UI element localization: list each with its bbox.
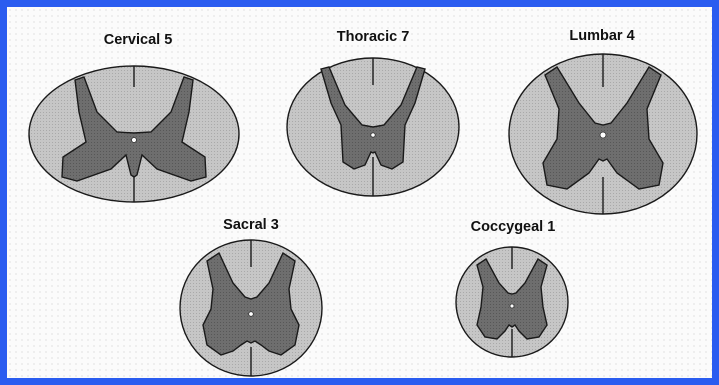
cross-section-sacral-3 [180,240,322,376]
central-canal [371,133,375,137]
cross-section-cervical-5 [29,66,239,202]
cross-section-lumbar-4 [509,54,697,214]
spinal-cord-sections [7,7,712,378]
central-canal [249,312,254,317]
cross-section-coccygeal-1 [456,247,568,357]
central-canal [510,304,514,308]
cross-section-thoracic-7 [287,58,459,196]
central-canal [600,132,606,138]
diagram-canvas: Cervical 5 Thoracic 7 Lumbar 4 Sacral 3 … [7,7,712,378]
central-canal [132,138,137,143]
